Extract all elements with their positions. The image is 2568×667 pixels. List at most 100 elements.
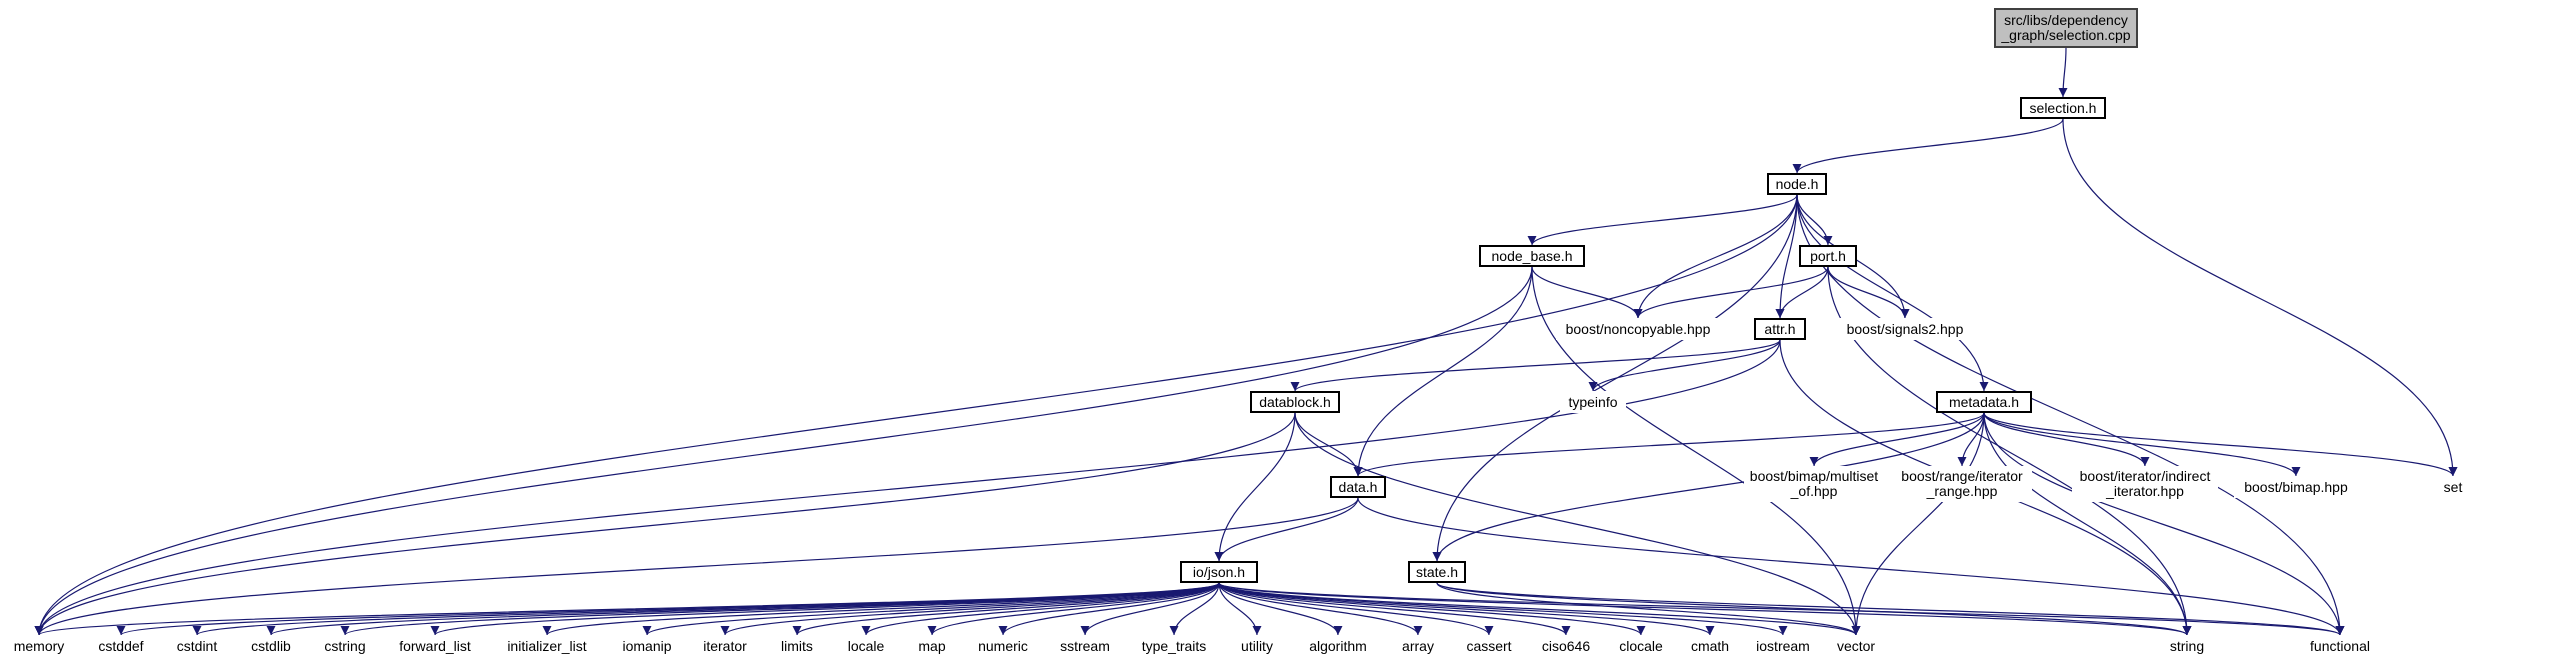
edge-attr-h-to-typeinfo (1588, 339, 1781, 392)
node-signals2: boost/signals2.hpp (1836, 318, 1974, 340)
edge-selection-h-to-node-h (1792, 118, 2064, 174)
edge-selection-h-to-set (2062, 118, 2458, 477)
edge-io-json-h-to-iomanip (642, 582, 1220, 636)
edge-io-json-h-to-cstring (340, 582, 1220, 636)
edge-port-h-to-noncopyable (1633, 266, 1829, 319)
edge-state-h-to-functional (1436, 582, 2345, 636)
node-io-json-h[interactable]: io/json.h (1180, 561, 1258, 583)
node-string: string (2158, 635, 2216, 657)
node-iostream: iostream (1748, 635, 1818, 657)
edge-io-json-h-to-iterator (720, 582, 1220, 636)
node-selection-h[interactable]: selection.h (2020, 97, 2106, 119)
edge-io-json-h-to-cstdint (192, 582, 1220, 636)
node-port-h[interactable]: port.h (1799, 245, 1857, 267)
node-limits: limits (770, 635, 824, 657)
edge-io-json-h-to-numeric (998, 582, 1220, 636)
edge-data-h-to-memory (34, 497, 1359, 636)
edge-io-json-h-to-cmath (1218, 582, 1715, 636)
node-numeric: numeric (968, 635, 1038, 657)
node-cmath: cmath (1682, 635, 1738, 657)
node-cstdlib: cstdlib (242, 635, 300, 657)
node-indirect-iterator: boost/iterator/indirect _iterator.hpp (2072, 466, 2218, 502)
node-datablock-h[interactable]: datablock.h (1250, 391, 1340, 413)
node-algorithm: algorithm (1296, 635, 1380, 657)
node-iterator: iterator (694, 635, 756, 657)
edge-metadata-h-to-indirect-iterator (1983, 412, 2150, 467)
node-clocale: clocale (1610, 635, 1672, 657)
edge-port-h-to-attr-h (1775, 266, 1829, 319)
edge-io-json-h-to-forward-list (430, 582, 1220, 636)
edge-io-json-h-to-cassert (1218, 582, 1494, 636)
node-utility: utility (1228, 635, 1286, 657)
node-functional: functional (2296, 635, 2384, 657)
node-state-h[interactable]: state.h (1408, 561, 1466, 583)
edge-metadata-h-to-data-h (1353, 412, 1985, 477)
node-iomanip: iomanip (614, 635, 680, 657)
edge-data-h-to-io-json-h (1214, 497, 1359, 562)
edge-attr-h-to-memory (34, 339, 1781, 636)
edge-node-base-h-to-memory (34, 266, 1533, 636)
edge-port-h-to-signals2 (1827, 266, 1910, 319)
edge-datablock-h-to-data-h (1294, 412, 1363, 477)
node-set: set (2434, 476, 2472, 498)
node-map: map (908, 635, 956, 657)
edge-node-h-to-attr-h (1775, 194, 1798, 319)
edge-io-json-h-to-functional (1218, 582, 2345, 636)
node-metadata-h[interactable]: metadata.h (1936, 391, 2032, 413)
node-attr-h[interactable]: attr.h (1754, 318, 1806, 340)
edge-state-h-to-vector (1436, 582, 1861, 636)
edge-metadata-h-to-vector (1851, 412, 1985, 636)
node-initializer-list: initializer_list (494, 635, 600, 657)
edge-io-json-h-to-locale (861, 582, 1220, 636)
edge-metadata-h-to-state-h (1432, 412, 1985, 562)
edge-io-json-h-to-sstream (1080, 582, 1220, 636)
node-selection-cpp[interactable]: src/libs/dependency _graph/selection.cpp (1994, 8, 2138, 48)
edge-io-json-h-to-utility (1218, 582, 1262, 636)
node-cstring: cstring (314, 635, 376, 657)
edge-metadata-h-to-bimap (1983, 412, 2301, 477)
node-iterator-range: boost/range/iterator _range.hpp (1892, 466, 2032, 502)
edge-io-json-h-to-algorithm (1218, 582, 1343, 636)
node-node-h[interactable]: node.h (1767, 173, 1827, 195)
edge-datablock-h-to-memory (34, 412, 1296, 636)
edge-io-json-h-to-ciso646 (1218, 582, 1571, 636)
edge-node-h-to-memory (34, 194, 1798, 636)
node-cassert: cassert (1456, 635, 1522, 657)
edge-selection-cpp-to-selection-h (2058, 47, 2068, 98)
node-multiset-of: boost/bimap/multiset _of.hpp (1744, 466, 1884, 502)
node-typeinfo: typeinfo (1560, 391, 1626, 413)
edge-io-json-h-to-map (927, 582, 1220, 636)
edge-state-h-to-string (1436, 582, 2192, 636)
node-data-h[interactable]: data.h (1330, 476, 1386, 498)
edge-io-json-h-to-initializer-list (542, 582, 1220, 636)
edge-metadata-h-to-multiset-of (1809, 412, 1985, 467)
node-forward-list: forward_list (390, 635, 480, 657)
node-vector: vector (1826, 635, 1886, 657)
edge-io-json-h-to-string (1218, 582, 2192, 636)
node-noncopyable: boost/noncopyable.hpp (1556, 318, 1720, 340)
edge-node-base-h-to-vector (1531, 266, 1861, 636)
edge-io-json-h-to-type-traits (1169, 582, 1220, 636)
edge-datablock-h-to-vector (1294, 412, 1861, 636)
node-type-traits: type_traits (1130, 635, 1218, 657)
edge-attr-h-to-datablock-h (1290, 339, 1781, 392)
node-cstddef: cstddef (90, 635, 152, 657)
node-node-base-h[interactable]: node_base.h (1479, 245, 1585, 267)
node-memory: memory (8, 635, 70, 657)
edge-metadata-h-to-set (1983, 412, 2458, 477)
edge-io-json-h-to-vector (1218, 582, 1861, 636)
node-locale: locale (838, 635, 894, 657)
edge-io-json-h-to-limits (792, 582, 1220, 636)
edge-io-json-h-to-array (1218, 582, 1423, 636)
node-array: array (1390, 635, 1446, 657)
edge-node-h-to-node-base-h (1527, 194, 1798, 246)
edge-io-json-h-to-clocale (1218, 582, 1646, 636)
node-ciso646: ciso646 (1532, 635, 1600, 657)
edge-metadata-h-to-string (1983, 412, 2192, 636)
edge-node-h-to-metadata-h (1796, 194, 1989, 392)
node-cstdint: cstdint (166, 635, 228, 657)
edge-data-h-to-functional (1357, 497, 2345, 636)
edge-node-base-h-to-noncopyable (1531, 266, 1643, 319)
